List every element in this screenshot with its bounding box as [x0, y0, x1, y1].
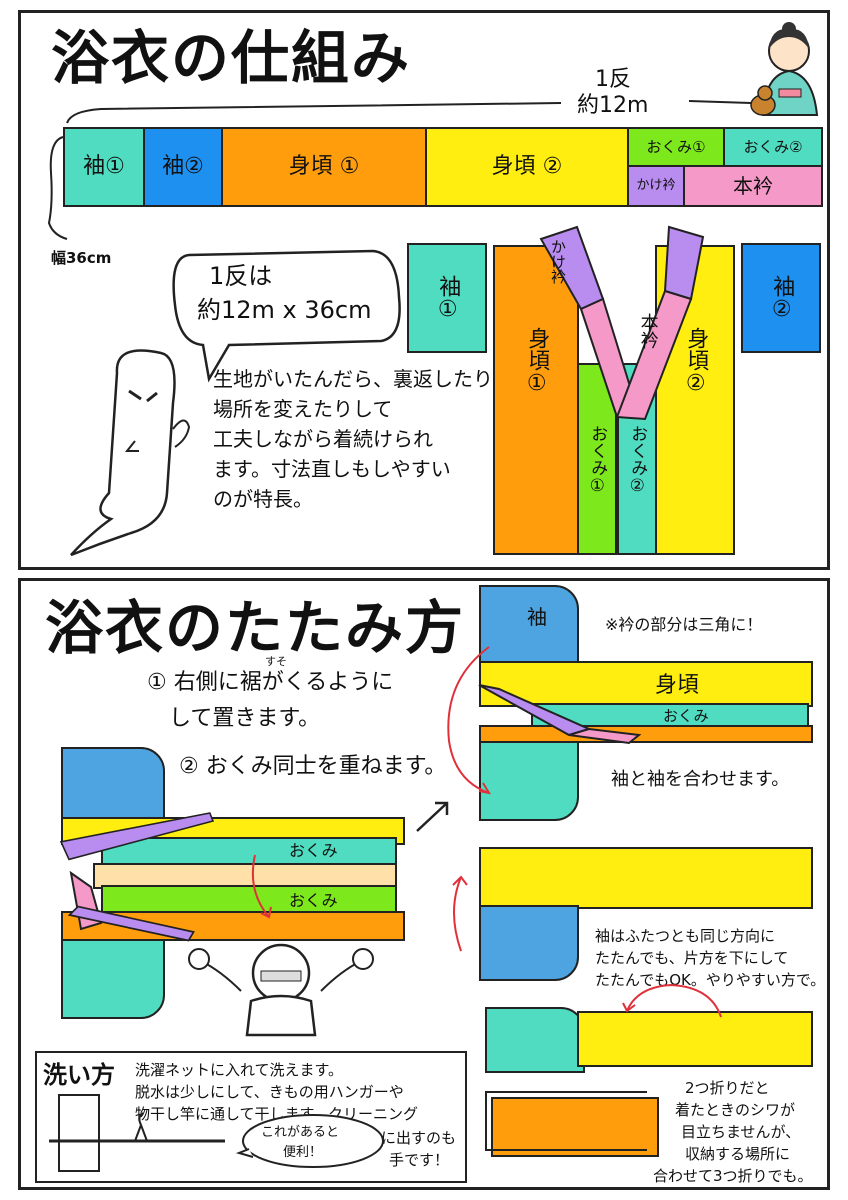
folded-orange [491, 1097, 659, 1157]
bubble-line2: 便利！ [283, 1145, 323, 1160]
diagram-sleeve2: 袖② [741, 243, 821, 353]
diagram-sleeve1: 袖① [407, 243, 487, 353]
right-sleeve-label: 袖 [527, 605, 547, 629]
bottom-panel: 浴衣のたたみ方 すそ ① 右側に裾がくるように して置きます。 ② おくみ同士を… [18, 578, 830, 1190]
wash-title: 洗い方 [43, 1061, 115, 1089]
kimono-hanger-illustration [49, 1094, 225, 1172]
right-collar [478, 684, 642, 745]
strip-body1: 身頃 ① [221, 127, 427, 207]
low-sleeve [485, 1007, 585, 1073]
low-yellow [577, 1011, 813, 1067]
left-okumi-label1: おくみ [289, 841, 338, 860]
strip-honeri: 本衿 [683, 165, 823, 207]
right-okumi-label: おくみ [663, 707, 709, 725]
top-title: 浴衣の仕組み [51, 24, 412, 92]
length-arrow [66, 100, 752, 124]
bottom-title: 浴衣のたたみ方 [45, 594, 466, 662]
wash-line5: 手です！ [389, 1151, 450, 1169]
top-panel: 浴衣の仕組み 1反 約12m 袖① 袖② 身頃 ① 身頃 ② おくみ① おくみ②… [18, 10, 830, 570]
red-curve-arrow-3 [622, 983, 722, 1018]
sleeve-note-2: たたんでも、片方を下にして [595, 949, 789, 967]
strip-okumi2: おくみ② [723, 127, 823, 167]
strip-okumi1: おくみ① [627, 127, 725, 167]
red-curve-arrow-1 [447, 646, 492, 795]
wash-box [35, 1051, 467, 1183]
convenient-bubble [235, 1114, 384, 1168]
step1-line1: ① 右側に裾がくるように [147, 670, 394, 695]
next-arrow-icon [416, 801, 449, 832]
note-line1: 生地がいたんだら、裏返したり [213, 367, 493, 391]
note-line2: 場所を変えたりして [213, 397, 393, 421]
fold-note-4: 収納する場所に [685, 1145, 791, 1163]
strip-kakeeri: かけ衿 [627, 165, 685, 207]
width-label: 幅36cm [51, 249, 112, 267]
ghost-character [70, 349, 191, 557]
note-line5: のが特長。 [213, 487, 313, 511]
fold-note-1: 2つ折りだと [685, 1079, 770, 1097]
collar-drawing [539, 225, 705, 421]
left-sleeve-bottom [61, 933, 165, 1019]
strip-sleeve2: 袖② [143, 127, 223, 207]
bolt-length-top: 1反 [595, 67, 631, 92]
diagram-kakeeri: かけ衿 [549, 239, 567, 284]
note-line3: 工夫しながら着続けられ [213, 427, 433, 451]
bubble-line1: これがあると [261, 1125, 340, 1140]
sleeve-note-1: 袖はふたつとも同じ方向に [595, 927, 776, 945]
wash-line4: に出すのも [381, 1129, 457, 1147]
fold-note-3: 目立ちませんが、 [681, 1123, 801, 1141]
strip-sleeve1: 袖① [63, 127, 145, 207]
sleeves-together: 袖と袖を合わせます。 [611, 769, 790, 790]
red-fold-arrow-left [251, 854, 272, 919]
right-body-label: 身頃 [655, 673, 700, 698]
fold-note-5: 合わせて3つ折りでも。 [653, 1167, 813, 1185]
speech-line2: 約12m x 36cm [197, 296, 372, 324]
right-body-yellow [479, 661, 813, 707]
wash-line1: 洗濯ネットに入れて洗えます。 [135, 1061, 344, 1079]
wash-line2: 脱水は少しにして、きもの用ハンガーや [135, 1083, 404, 1101]
mid-sleeve [479, 905, 579, 981]
step1-line2: して置きます。 [169, 706, 321, 731]
red-curve-arrow-2 [452, 875, 468, 952]
speech-line1: 1反は [209, 262, 273, 290]
left-okumi-label2: おくみ [289, 891, 338, 910]
folded-edge [485, 1091, 647, 1151]
person-illustration [188, 943, 374, 1037]
right-sleeve-bottom [479, 741, 579, 821]
left-collar [59, 812, 215, 942]
fold-note-2: 着たときのシワが [675, 1101, 796, 1119]
bolt-length-bottom: 約12m [577, 93, 649, 118]
diagram-honeri: 本衿 [637, 313, 659, 349]
speech-bubble [172, 249, 401, 383]
mid-yellow [479, 847, 813, 909]
strip-body2: 身頃 ② [425, 127, 629, 207]
sleeve-note-3: たたんでもOK。やりやすい方で。 [595, 971, 826, 989]
collar-note: ※衿の部分は三角に！ [605, 615, 763, 634]
step1-ruby: すそ [265, 655, 287, 668]
note-line4: ます。寸法直しもしやすい [213, 457, 451, 481]
woman-with-dog-illustration [750, 22, 819, 116]
diagram-okumi1: おくみ① [577, 363, 617, 555]
width-bracket [47, 136, 68, 240]
step2: ② おくみ同士を重ねます。 [179, 754, 447, 779]
